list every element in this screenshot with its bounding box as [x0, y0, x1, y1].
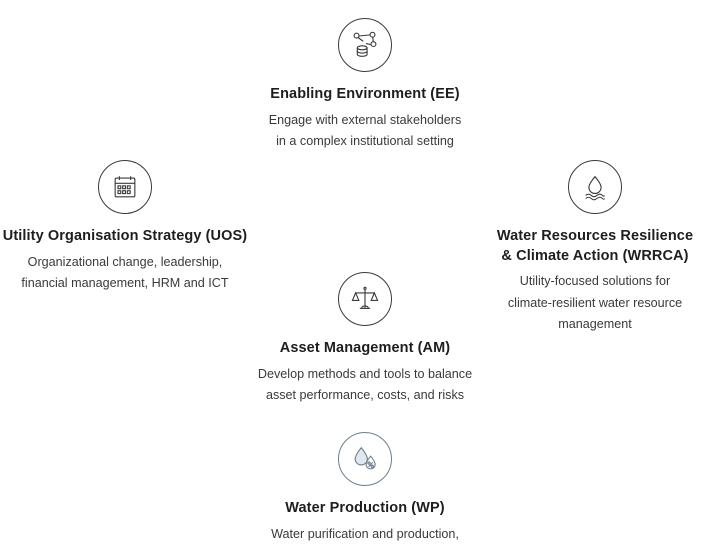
node-title: Enabling Environment (EE) [270, 86, 460, 102]
node-description: Water purification and production, [236, 524, 494, 545]
node-title-line: Water Resources Resilience [496, 228, 694, 244]
node-title-line: & Climate Action (WRRCA) [501, 247, 689, 264]
desc-line: management [558, 317, 632, 332]
desc-line: Organizational change, leadership, [27, 254, 223, 269]
desc-line: Engage with external stakeholders [268, 112, 462, 127]
node-enabling-environment[interactable]: Enabling Environment (EE) Engage with ex… [236, 18, 494, 153]
node-description: Engage with external stakeholders in a c… [236, 110, 494, 153]
desc-line: Water purification and production, [271, 526, 459, 541]
network-database-icon [338, 18, 392, 72]
water-drop-percent-icon [338, 432, 392, 486]
desc-line: climate-resilient water resource [507, 295, 683, 310]
node-asset-management[interactable]: Asset Management (AM) Develop methods an… [236, 272, 494, 407]
water-drop-waves-icon [568, 160, 622, 214]
node-title: Utility Organisation Strategy (UOS) [2, 228, 248, 244]
node-description: Organizational change, leadership, finan… [0, 252, 250, 295]
node-description: Develop methods and tools to balance ass… [236, 364, 494, 407]
node-title: Asset Management (AM) [279, 340, 451, 356]
desc-line: asset performance, costs, and risks [265, 388, 465, 403]
node-utility-organisation-strategy[interactable]: Utility Organisation Strategy (UOS) Orga… [0, 160, 250, 295]
node-title: Water Resources Resilience & Climate Act… [470, 227, 720, 266]
calendar-checklist-icon [98, 160, 152, 214]
node-water-production[interactable]: Water Production (WP) Water purification… [236, 432, 494, 545]
node-description: Utility-focused solutions for climate-re… [470, 271, 720, 336]
desc-line: in a complex institutional setting [276, 134, 454, 149]
desc-line: financial management, HRM and ICT [21, 276, 229, 291]
desc-line: Utility-focused solutions for [519, 274, 671, 289]
node-title: Water Production (WP) [285, 500, 445, 516]
node-water-resources-resilience[interactable]: Water Resources Resilience & Climate Act… [470, 160, 720, 336]
desc-line: Develop methods and tools to balance [257, 366, 473, 381]
balance-scale-icon [338, 272, 392, 326]
